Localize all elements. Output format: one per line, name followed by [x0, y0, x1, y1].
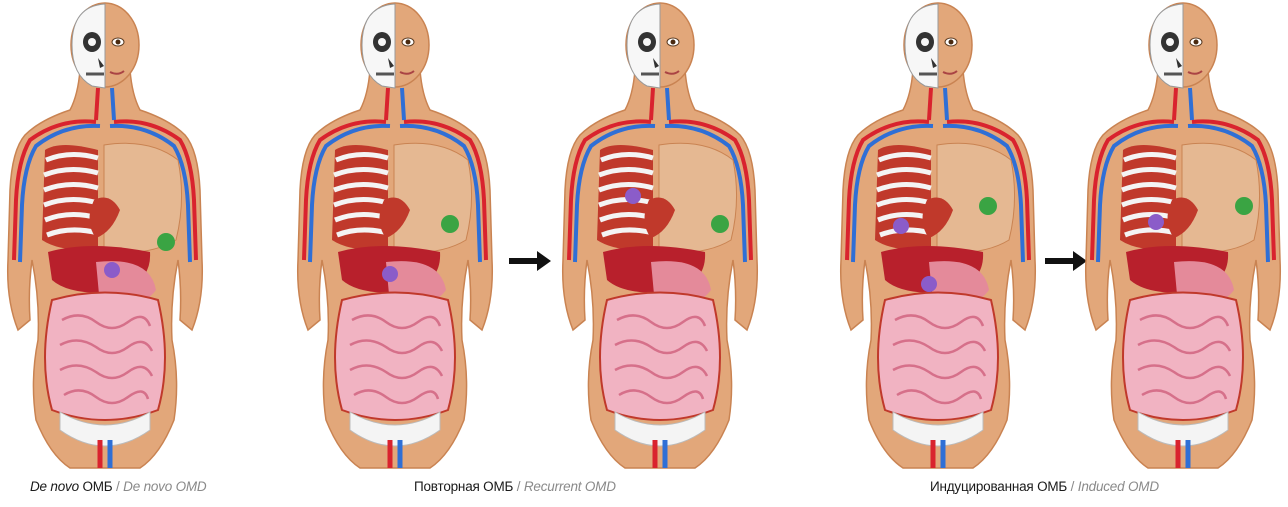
caption-separator: /: [517, 479, 521, 494]
caption-separator: /: [1071, 479, 1075, 494]
caption-recurrent-en: Recurrent OMD: [524, 479, 616, 494]
caption-de-novo-ru: ОМБ: [82, 479, 112, 494]
arrow-right-icon: [507, 248, 553, 274]
caption-de-novo: De novo ОМБ / De novo OMD: [30, 479, 207, 494]
torso-de-novo: [0, 0, 210, 470]
metastasis-marker: [382, 266, 398, 282]
torso-induced-progression: [1078, 0, 1288, 470]
torso-induced-initial: [833, 0, 1043, 470]
anatomy-figure: [290, 0, 500, 470]
caption-induced: Индуцированная ОМБ / Induced OMD: [930, 479, 1159, 494]
anatomy-figure: [833, 0, 1043, 470]
metastasis-marker: [921, 276, 937, 292]
metastasis-marker: [104, 262, 120, 278]
primary-tumor-marker: [979, 197, 997, 215]
primary-tumor-marker: [441, 215, 459, 233]
caption-recurrent-ru: Повторная ОМБ: [414, 479, 513, 494]
caption-de-novo-italic: De novo: [30, 479, 79, 494]
caption-separator: /: [116, 479, 120, 494]
torso-recurrent-initial: [290, 0, 500, 470]
anatomy-figure: [0, 0, 210, 470]
anatomy-figure: [1078, 0, 1288, 470]
caption-recurrent: Повторная ОМБ / Recurrent OMD: [414, 479, 616, 494]
metastasis-marker: [893, 218, 909, 234]
anatomy-figure: [555, 0, 765, 470]
caption-induced-ru: Индуцированная ОМБ: [930, 479, 1067, 494]
metastasis-marker: [625, 188, 641, 204]
torso-recurrent-progression: [555, 0, 765, 470]
caption-de-novo-en: De novo OMD: [123, 479, 206, 494]
primary-tumor-marker: [711, 215, 729, 233]
caption-induced-en: Induced OMD: [1078, 479, 1159, 494]
metastasis-marker: [1148, 214, 1164, 230]
primary-tumor-marker: [1235, 197, 1253, 215]
primary-tumor-marker: [157, 233, 175, 251]
